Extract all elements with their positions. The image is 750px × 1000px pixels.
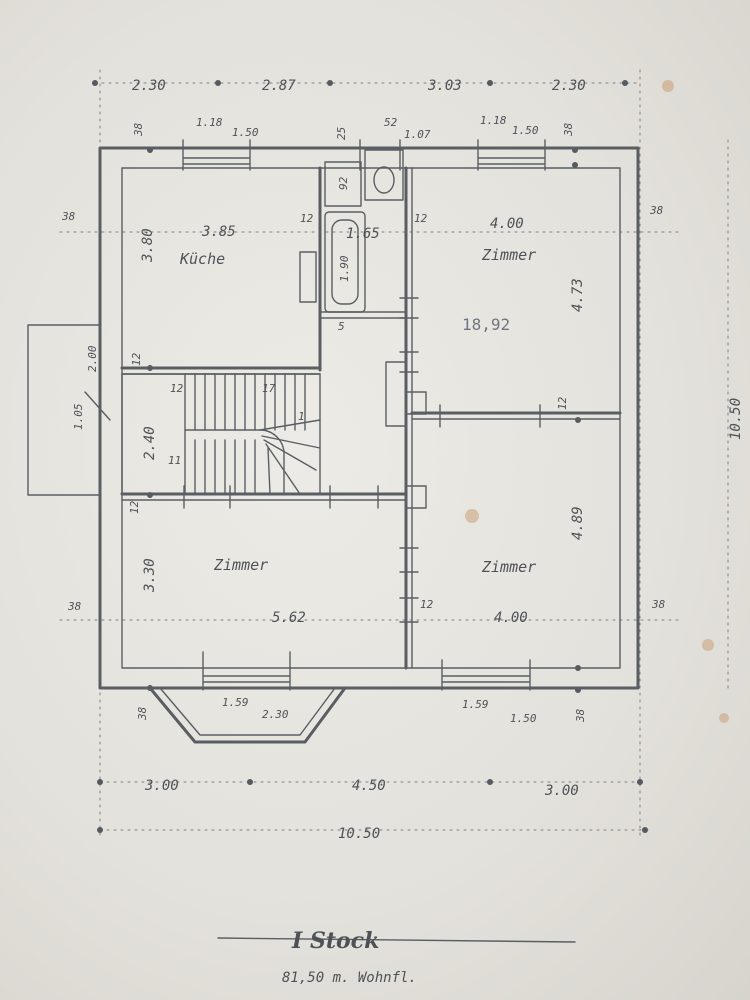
top-dim-2: 2.87 [262, 78, 296, 94]
wall-12-label: 12 [556, 396, 569, 410]
dimension-lines [59, 69, 729, 841]
wall-thickness-label: 38 [651, 598, 666, 611]
window-dim: 1.18 [480, 114, 507, 127]
wall-thickness-label: 38 [574, 708, 587, 723]
bathtub [324, 211, 366, 313]
bay-window-inner [159, 687, 336, 736]
floor-title: I Stock [291, 928, 379, 954]
room-br-width: 4.00 [494, 610, 528, 626]
bath-dim: 52 [384, 116, 398, 129]
top-dim-1: 2.30 [132, 78, 166, 94]
windows [182, 139, 546, 691]
wall-12-label: 12 [420, 598, 434, 611]
stove-block [405, 391, 427, 415]
room-bl-label: Zimmer [213, 556, 268, 574]
room-br-height: 4.89 [570, 506, 586, 540]
bath-cabinet [324, 161, 362, 207]
kitchen-width: 3.85 [201, 224, 236, 240]
window-dim: 1.59 [222, 696, 249, 709]
wall-thickness-label: 38 [562, 122, 575, 137]
bay-window [148, 686, 347, 744]
total-height: 10.50 [728, 398, 744, 440]
wall-thickness-label: 38 [61, 210, 76, 223]
wall-thickness-label: 38 [649, 204, 664, 217]
wall-12-label: 12 [128, 500, 141, 514]
interior-walls [120, 166, 622, 670]
stair-mark: 11 [168, 454, 181, 467]
bottom-dim-3: 3.00 [544, 783, 579, 799]
bath-dim: 1.65 [346, 226, 380, 242]
total-width: 10.50 [338, 826, 380, 842]
top-dim-3: 3.03 [427, 78, 462, 94]
wall-12-label: 12 [300, 212, 314, 225]
bath-dim: 25 [335, 127, 348, 140]
kitchen-height: 3.80 [140, 228, 156, 263]
balcony-door-swing [84, 391, 111, 421]
wall-12-label: 12 [170, 382, 184, 395]
staircase [121, 373, 321, 495]
wall-thickness-label: 38 [136, 706, 149, 721]
wall-12-label: 12 [414, 212, 428, 225]
room-tr-label: Zimmer [481, 246, 536, 264]
window-dim: 1.50 [512, 124, 539, 137]
stove-block [405, 485, 427, 509]
window-dim: 1.59 [462, 698, 489, 711]
stain-mark [702, 639, 714, 651]
stair-height: 2.40 [142, 426, 158, 460]
wall-thickness-label: 38 [67, 600, 82, 613]
floor-area-note: 81,50 m. Wohnfl. [282, 970, 417, 986]
sink [299, 251, 317, 303]
window-dim: 1.50 [232, 126, 259, 139]
balcony-dim: 1.05 [72, 404, 85, 431]
door-marks [183, 297, 541, 623]
stain-mark [662, 80, 674, 92]
stair-mark: 1 [298, 410, 305, 423]
toilet [364, 149, 404, 201]
room-bl-width: 5.62 [272, 610, 306, 626]
bath-dim: 92 [337, 176, 350, 190]
room-tr-height: 4.73 [570, 278, 586, 312]
window-dim: 1.18 [196, 116, 223, 129]
bath-dim: 1.90 [338, 255, 351, 282]
balcony-dim: 2.00 [86, 345, 99, 372]
room-tr-width: 4.00 [490, 216, 524, 232]
caption-underline [217, 937, 576, 943]
bath-dim: 5 [338, 320, 345, 333]
top-dim-4: 2.30 [552, 78, 586, 94]
room-tr-area: 18,92 [462, 315, 510, 334]
room-bl-height: 3.30 [142, 558, 158, 593]
window-dim: 1.50 [510, 712, 537, 725]
stain-mark [719, 713, 729, 723]
wall-thickness-label: 38 [132, 122, 145, 137]
kitchen-label: Küche [179, 250, 225, 268]
window-dim: 2.30 [262, 708, 289, 721]
room-br-label: Zimmer [481, 558, 536, 576]
stair-mark: 17 [262, 382, 276, 395]
wall-12-label: 12 [130, 352, 143, 366]
bath-dim: 1.07 [404, 128, 431, 141]
stain-mark [465, 509, 479, 523]
bottom-dim-1: 3.00 [144, 778, 179, 794]
bottom-dim-2: 4.50 [352, 778, 386, 794]
